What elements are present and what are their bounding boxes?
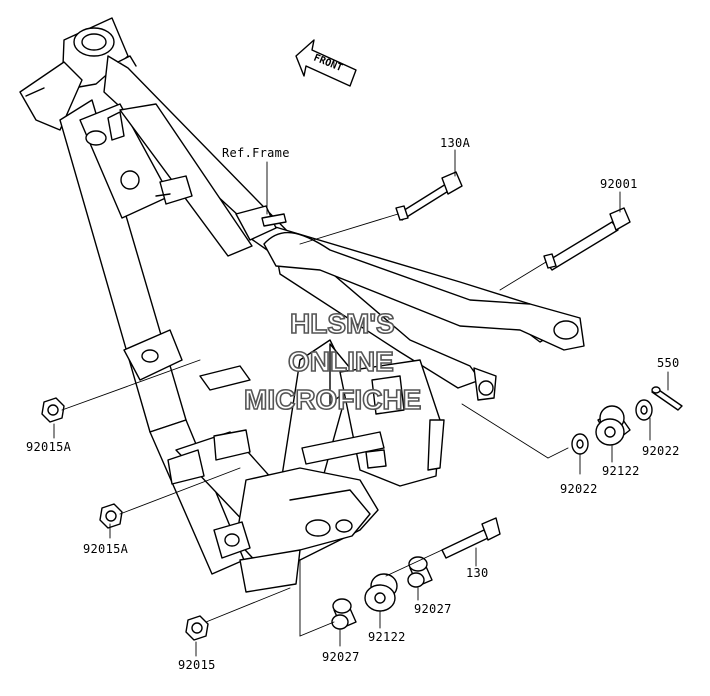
label-part-92001[interactable]: 92001 bbox=[600, 177, 638, 191]
watermark-line-1: HLSM'S bbox=[289, 308, 395, 339]
washer-92022-right-icon bbox=[635, 399, 653, 421]
label-part-92022-lower[interactable]: 92022 bbox=[560, 482, 598, 496]
leader-lines bbox=[53, 149, 669, 657]
label-part-130A[interactable]: 130A bbox=[440, 136, 471, 150]
watermark-line-3: MICROFICHE bbox=[243, 384, 422, 415]
collar-92027-lower-icon bbox=[331, 598, 357, 630]
label-part-92122-right[interactable]: 92122 bbox=[602, 464, 640, 478]
bushing-92122-lower-icon bbox=[364, 573, 398, 612]
collar-92027-right-icon bbox=[407, 556, 433, 588]
motorcycle-frame bbox=[19, 17, 585, 593]
label-part-92027-lower[interactable]: 92027 bbox=[322, 650, 360, 664]
nut-92015A-lower-icon bbox=[99, 503, 123, 529]
pin-550-icon bbox=[651, 386, 683, 411]
label-part-92015A-lower[interactable]: 92015A bbox=[83, 542, 129, 556]
washer-92022-lower-icon bbox=[571, 433, 589, 455]
label-part-92015[interactable]: 92015 bbox=[178, 658, 216, 672]
nut-92015-icon bbox=[185, 615, 209, 641]
label-part-550[interactable]: 550 bbox=[657, 356, 680, 370]
label-ref-frame[interactable]: Ref.Frame bbox=[222, 146, 290, 160]
label-part-92022-right[interactable]: 92022 bbox=[642, 444, 680, 458]
bolt-130-icon bbox=[441, 517, 501, 559]
bushing-92122-right-icon bbox=[595, 405, 631, 446]
label-part-92027-right[interactable]: 92027 bbox=[414, 602, 452, 616]
label-part-92122-lower[interactable]: 92122 bbox=[368, 630, 406, 644]
bolt-92001-icon bbox=[543, 207, 631, 271]
nut-92015A-upper-icon bbox=[41, 397, 65, 423]
label-part-92015A-upper[interactable]: 92015A bbox=[26, 440, 72, 454]
front-arrow-icon: FRONT bbox=[295, 39, 357, 87]
label-part-130[interactable]: 130 bbox=[466, 566, 489, 580]
bolt-130A-icon bbox=[395, 171, 463, 221]
watermark-line-2: ONLINE bbox=[287, 346, 394, 377]
